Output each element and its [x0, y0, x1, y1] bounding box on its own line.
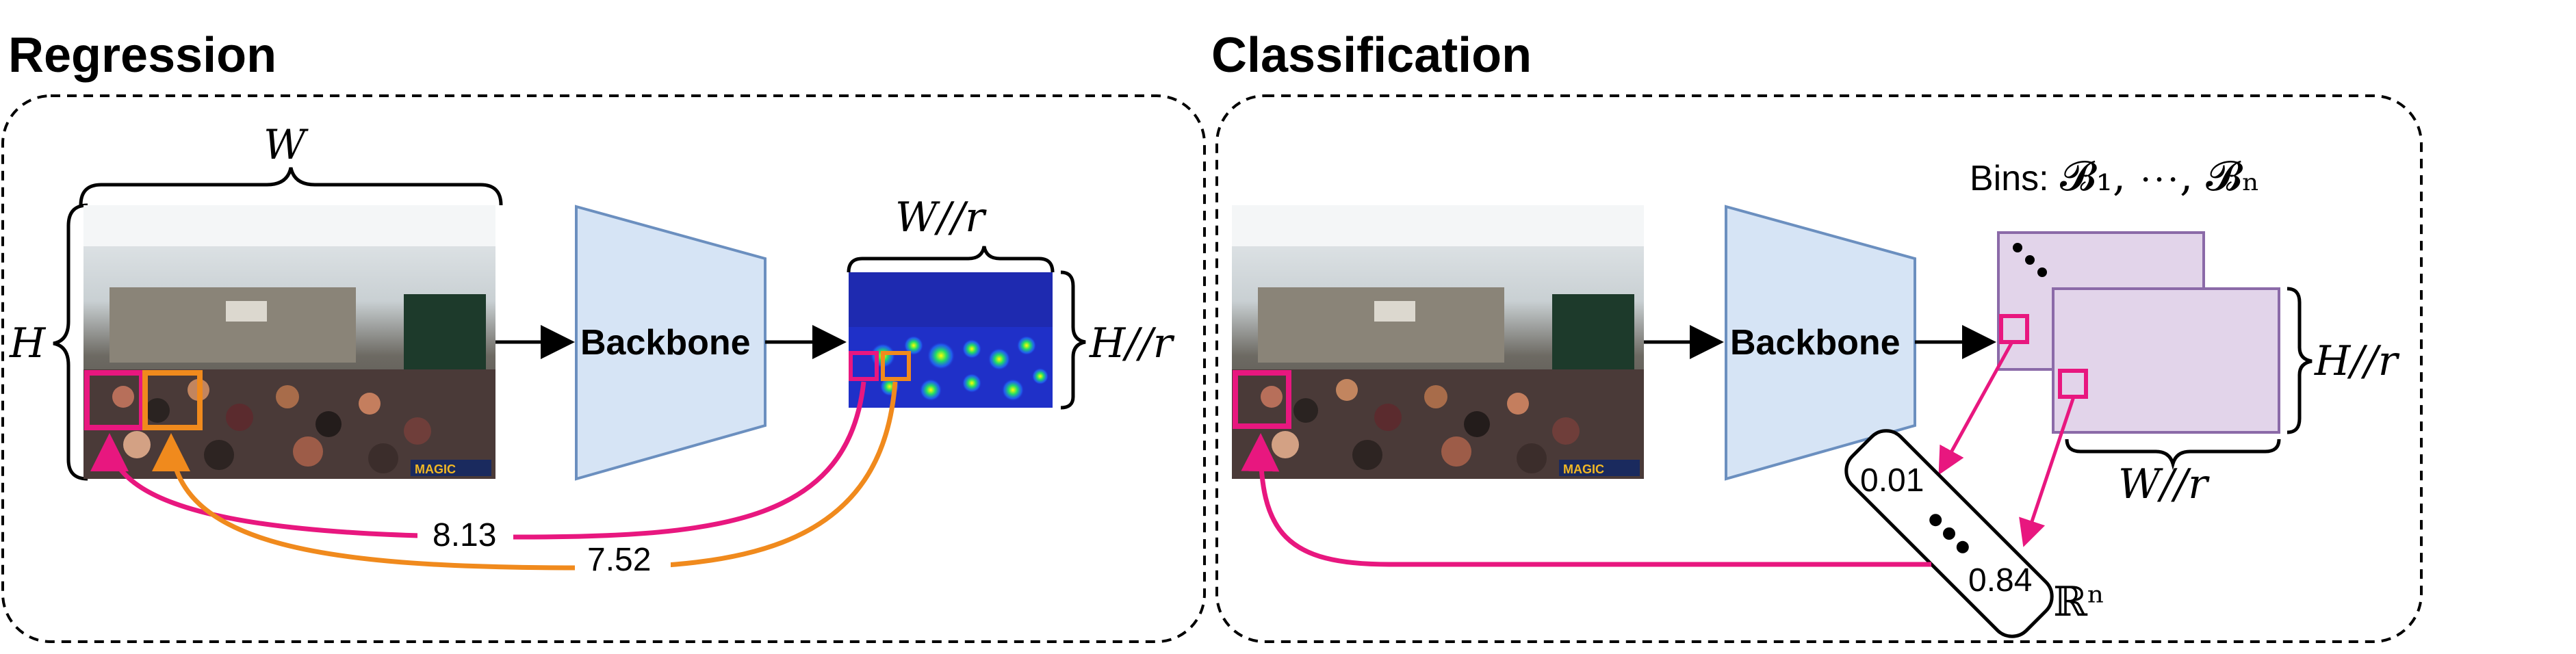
bin-back-pink-box	[1999, 314, 2029, 344]
bin-width-brace	[2065, 439, 2281, 471]
map-width-label: W//r	[895, 194, 987, 241]
backbone-label: Backbone	[580, 323, 751, 363]
height-brace	[53, 203, 88, 481]
space-label: ℝⁿ	[2053, 578, 2105, 626]
logo-text: MAGIC	[415, 462, 456, 476]
backbone-block	[575, 205, 767, 481]
regression-frame	[1, 94, 1206, 643]
input-orange-box	[142, 370, 203, 430]
regression-title: Regression	[8, 28, 276, 83]
input-pink-box	[84, 370, 144, 430]
bins-prefix: Bins:	[1970, 159, 2049, 198]
probability-vector	[1844, 429, 2054, 638]
arrow-bin-to-vector-2	[2019, 396, 2076, 547]
density-map	[849, 272, 1053, 408]
map-orange-box	[881, 351, 911, 381]
bin-dot-3	[2037, 267, 2047, 277]
orange-value: 7.52	[587, 542, 651, 578]
bin-dot-2	[2025, 255, 2035, 265]
map-width-brace	[847, 246, 1055, 273]
pink-value-bg	[417, 514, 513, 555]
pink-value: 8.13	[433, 517, 496, 553]
bin-map-front	[2052, 287, 2280, 434]
bins-math: 𝓑₁, ⋯, 𝓑ₙ	[2060, 153, 2260, 200]
orange-value-bg	[575, 539, 671, 581]
backbone-block-classification	[1725, 205, 1916, 481]
logo-text-classification: MAGIC	[1563, 462, 1604, 476]
width-brace	[79, 167, 503, 206]
backbone-label-classification: Backbone	[1730, 323, 1901, 363]
bin-height-label: H//r	[2314, 337, 2400, 385]
map-height-brace	[1060, 270, 1086, 410]
arrow-bin-to-vector-1	[1938, 341, 2014, 475]
classification-title: Classification	[1211, 28, 1532, 83]
bin-width-label: W//r	[2118, 460, 2210, 508]
map-pink-box	[849, 351, 879, 381]
regression-panel: Regression W H MAGIC	[1, 28, 1206, 643]
pink-feedback-arrow	[90, 381, 866, 540]
prob-first: 0.01	[1860, 462, 1924, 499]
bin-dot-1	[2013, 243, 2022, 252]
map-height-label: H//r	[1089, 319, 1175, 367]
prob-last: 0.84	[1968, 562, 2032, 599]
pink-feedback-arrow-classification	[1241, 433, 1931, 567]
input-image-classification: MAGIC	[1232, 205, 1644, 479]
height-label: H	[9, 319, 47, 367]
bin-height-brace	[2287, 287, 2313, 434]
width-label: W	[263, 121, 309, 169]
input-pink-box-classification	[1233, 370, 1291, 429]
input-image: MAGIC	[83, 205, 495, 479]
classification-panel: Classification MAGIC Backbone	[1211, 28, 2423, 643]
